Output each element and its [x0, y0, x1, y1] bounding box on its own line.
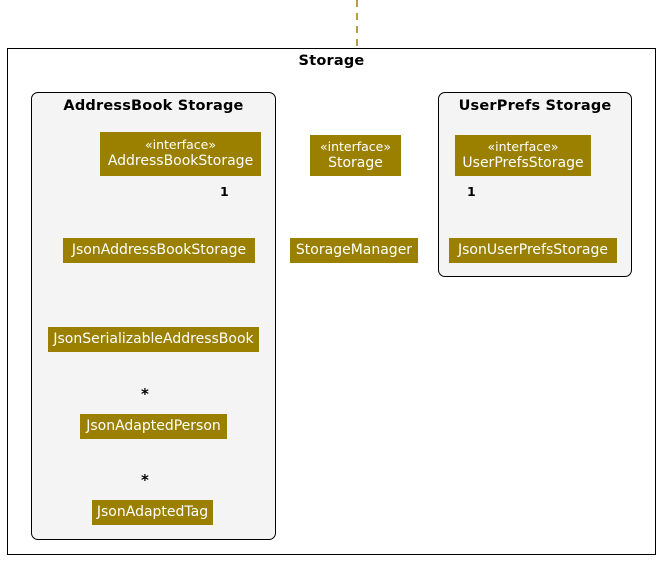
edge-label-person-to-tag-multiplicity: * [141, 471, 149, 489]
class-name-label: StorageManager [295, 241, 413, 258]
class-name-label: Storage [328, 154, 383, 171]
class-name-label: UserPrefsStorage [462, 154, 584, 171]
class-node-addressbookstorage[interactable]: «interface» AddressBookStorage [100, 132, 261, 176]
package-addressbook-storage-title: AddressBook Storage [63, 98, 244, 114]
class-node-userprefsstorage[interactable]: «interface» UserPrefsStorage [455, 135, 591, 176]
class-node-jsonuserprefsstorage[interactable]: JsonUserPrefsStorage [449, 238, 617, 263]
class-node-jsonaddressbookstorage[interactable]: JsonAddressBookStorage [63, 238, 255, 263]
stereotype-label: «interface» [144, 137, 217, 153]
class-name-label: JsonSerializableAddressBook [53, 330, 254, 347]
class-node-jsonadaptedperson[interactable]: JsonAdaptedPerson [80, 414, 227, 439]
class-node-storagemanager[interactable]: StorageManager [290, 238, 418, 263]
stereotype-label: «interface» [319, 138, 392, 154]
class-node-jsonserializableaddressbook[interactable]: JsonSerializableAddressBook [48, 327, 259, 352]
class-node-storage[interactable]: «interface» Storage [310, 135, 401, 176]
class-node-jsonadaptedtag[interactable]: JsonAdaptedTag [92, 500, 213, 525]
class-name-label: JsonAdaptedTag [96, 503, 209, 520]
package-storage-title: Storage [298, 53, 365, 69]
package-userprefs-storage-title: UserPrefs Storage [458, 98, 612, 114]
class-name-label: JsonUserPrefsStorage [457, 241, 609, 258]
edge-label-userprefsstorage-multiplicity: 1 [467, 184, 476, 199]
class-name-label: AddressBookStorage [107, 153, 254, 170]
class-name-label: JsonAdaptedPerson [86, 417, 221, 434]
edge-label-serializable-to-person-multiplicity: * [141, 385, 149, 403]
class-name-label: JsonAddressBookStorage [71, 241, 247, 258]
edge-label-addressbookstorage-multiplicity: 1 [220, 184, 229, 199]
stereotype-label: «interface» [487, 138, 559, 154]
